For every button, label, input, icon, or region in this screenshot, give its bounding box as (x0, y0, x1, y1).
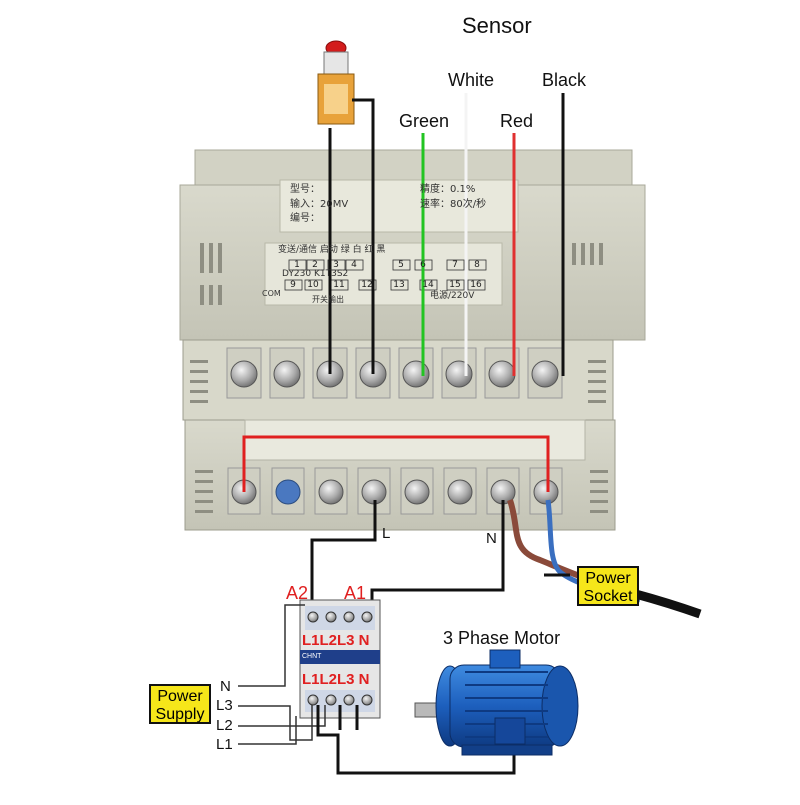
power-socket-line1: Power (585, 570, 631, 587)
spec-precision: 精度：0.1% (420, 184, 476, 195)
terminal-screw-16 (529, 467, 563, 515)
terminal-screw-8 (527, 347, 563, 399)
motor-wire (316, 705, 516, 775)
sensor-title: Sensor (462, 13, 532, 38)
contactor-a1-label: A1 (344, 583, 367, 603)
model-code: DY230 K1T3S2 (282, 269, 349, 279)
supply-line-L1: L1 (216, 736, 233, 753)
motor-label: 3 Phase Motor (443, 628, 561, 648)
switch-output-label: 开关输出 (312, 295, 344, 304)
terminal-num-3: 3 (333, 260, 339, 270)
terminal-screw-5 (398, 347, 434, 399)
spec-input: 输入：20MV (290, 199, 349, 210)
contactor-bottom-terminals: L1L2L3 N (302, 671, 370, 688)
terminal-num-14: 14 (422, 280, 434, 290)
terminal-num-11: 11 (333, 280, 345, 290)
terminal-screw-12 (357, 467, 391, 515)
terminal-screw-11 (314, 467, 348, 515)
terminal-screw-6 (441, 347, 477, 399)
upper-terminal-screws (226, 347, 563, 399)
power-socket-line2: Socket (583, 588, 633, 605)
power-supply-line2: Supply (155, 706, 205, 723)
terminal-num-10: 10 (307, 280, 319, 290)
supply-line-N: N (220, 678, 231, 695)
supply-line-L2: L2 (216, 717, 233, 734)
terminal-num-15: 15 (449, 280, 461, 290)
contactor-a2-label: A2 (286, 583, 309, 603)
com-label: COM (262, 289, 281, 298)
terminal-label-plate (264, 242, 503, 306)
red-jumper-wire (242, 435, 550, 492)
wire-label-black: Black (542, 70, 587, 90)
terminal-num-16: 16 (470, 280, 482, 290)
terminal-num-12: 12 (361, 280, 373, 290)
spec-serial: 编号： (290, 213, 320, 224)
terminal-num-9: 9 (290, 280, 296, 290)
lower-terminal-screws (227, 467, 563, 515)
wire-label-white: White (448, 70, 495, 90)
spec-model: 型号： (290, 184, 320, 195)
terminal-screw-13 (400, 467, 434, 515)
power-supply-label: Power Supply (149, 684, 211, 724)
wire-label-N: N (486, 530, 497, 547)
terminal-num-6: 6 (420, 260, 426, 270)
spec-rate: 速率：80次/秒 (420, 199, 487, 210)
terminal-num-13: 13 (393, 280, 405, 290)
contactor-brand: CHNT (302, 653, 322, 660)
terminal-screw-2 (269, 347, 305, 399)
wire-label-red: Red (500, 111, 534, 131)
terminal-num-5: 5 (398, 260, 404, 270)
terminal-num-1: 1 (294, 260, 300, 270)
wire-label-green: Green (399, 111, 450, 131)
terminal-num-4: 4 (351, 260, 357, 270)
terminal-screw-1 (226, 347, 262, 399)
terminal-num-7: 7 (452, 260, 458, 270)
three-phase-motor (414, 649, 579, 756)
terminal-num-2: 2 (312, 260, 318, 270)
power-supply-line1: Power (157, 688, 203, 705)
terminal-header: 变送/通信 启动 绿 白 红 黑 (278, 245, 386, 255)
start-push-button (317, 40, 355, 125)
wire-label-L: L (382, 525, 391, 542)
contactor (299, 599, 381, 719)
terminal-screw-10 (271, 467, 305, 515)
power-socket-label: Power Socket (577, 566, 639, 606)
supply-line-L3: L3 (216, 697, 233, 714)
contactor-top-terminals: L1L2L3 N (302, 632, 370, 649)
terminal-num-8: 8 (474, 260, 480, 270)
wire-L (310, 500, 377, 605)
terminal-screw-14 (443, 467, 477, 515)
button-wire-2 (352, 98, 375, 374)
supply-wires (238, 604, 326, 745)
wire-N (370, 500, 505, 605)
spec-label-plate (279, 179, 519, 233)
power-voltage-label: 电源/220V (430, 291, 475, 301)
